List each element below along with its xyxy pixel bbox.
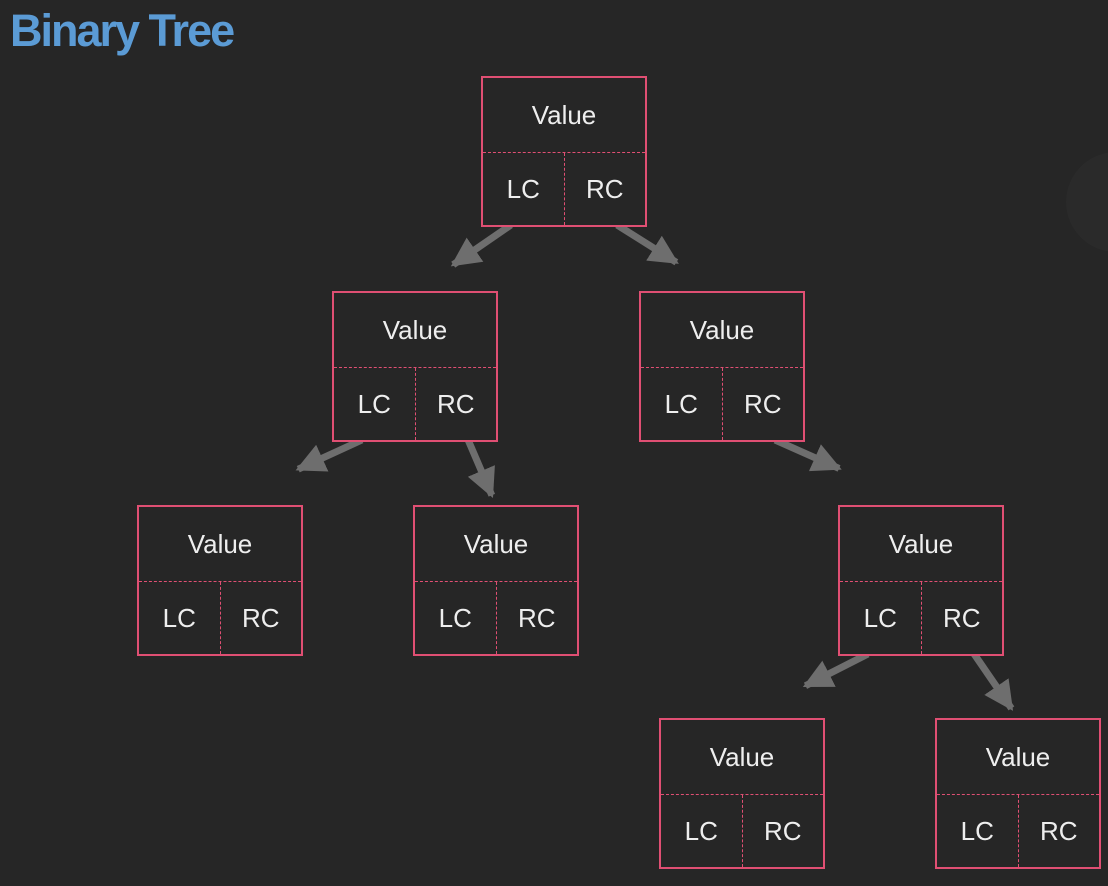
tree-node-left-left: Value LC RC	[137, 505, 303, 656]
node-right-child: RC	[517, 602, 556, 633]
edge-l-to-ll	[295, 436, 364, 473]
node-value: Value	[840, 507, 1002, 582]
node-right-child: RC	[942, 602, 981, 633]
page-title: Binary Tree	[10, 5, 235, 56]
tree-node-left-right: Value LC RC	[413, 505, 579, 656]
node-right-child: RC	[1039, 815, 1078, 846]
tree-node-right: Value LC RC	[639, 291, 805, 442]
tree-node-right-right-right: Value LC RC	[935, 718, 1101, 869]
tree-node-right-right-left: Value LC RC	[659, 718, 825, 869]
edge-root-to-l	[450, 222, 513, 268]
tree-node-left: Value LC RC	[332, 291, 498, 442]
node-left-child: LC	[641, 368, 723, 440]
node-left-child: LC	[840, 582, 922, 654]
node-right-child: RC	[436, 388, 475, 419]
node-value: Value	[937, 720, 1099, 795]
node-right-child: RC	[763, 815, 802, 846]
node-value: Value	[641, 293, 803, 368]
node-value: Value	[415, 507, 577, 582]
edge-l-to-lr	[464, 438, 496, 498]
node-right-child: RC	[743, 388, 782, 419]
node-value: Value	[334, 293, 496, 368]
node-right-child: RC	[241, 602, 280, 633]
node-value: Value	[139, 507, 301, 582]
tree-node-root: Value LC RC	[481, 76, 647, 227]
node-left-child: LC	[483, 153, 565, 225]
node-left-child: LC	[661, 795, 743, 867]
node-right-child: RC	[585, 173, 624, 204]
edge-root-to-r	[615, 222, 679, 266]
tree-node-right-right: Value LC RC	[838, 505, 1004, 656]
node-value: Value	[483, 78, 645, 153]
edge-r-to-rr	[773, 436, 842, 472]
node-value: Value	[661, 720, 823, 795]
edge-rr-to-rrl	[802, 650, 870, 689]
node-left-child: LC	[334, 368, 416, 440]
edge-rr-to-rrr	[971, 652, 1015, 711]
node-left-child: LC	[937, 795, 1019, 867]
node-left-child: LC	[415, 582, 497, 654]
node-left-child: LC	[139, 582, 221, 654]
